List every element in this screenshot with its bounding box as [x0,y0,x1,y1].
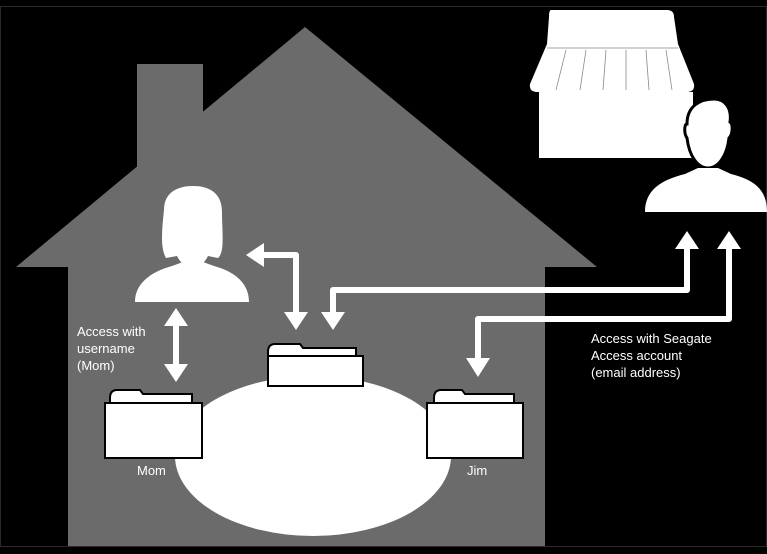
arrow-mom-top-folder [262,252,299,315]
arrow-jim-top-folder [330,246,690,315]
folder-mom-label: Mom [137,463,166,478]
remote-access-line-2: Access account [591,348,683,363]
local-access-line-1: Access with [77,324,146,339]
local-access-label: Access with username (Mom) [77,323,146,374]
remote-access-label: Access with Seagate Access account (emai… [591,330,712,381]
folder-jim-icon [426,389,524,459]
folder-mom-icon [104,389,203,459]
local-access-line-3: (Mom) [77,358,115,373]
woman-user-icon [135,186,249,302]
arrow-jim-jim-folder [475,246,732,360]
laptop-icon [529,10,695,158]
local-access-line-2: username [77,341,135,356]
remote-access-line-3: (email address) [591,365,681,380]
folder-jim-label: Jim [467,463,488,478]
man-user-icon [645,97,767,212]
nas-drive-icon [175,376,451,536]
remote-access-line-1: Access with Seagate [591,331,712,346]
folder-top-icon [267,343,364,387]
arrows [173,246,732,366]
arrowheads [164,231,741,382]
